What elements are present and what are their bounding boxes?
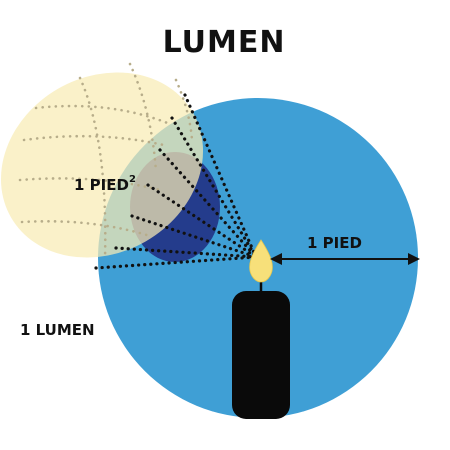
area-label: 1 PIED (74, 176, 129, 194)
light-cone-rays (94, 93, 258, 270)
area-exponent: 2 (129, 174, 136, 185)
radius-label: 1 PIED (307, 234, 362, 252)
candle (232, 291, 290, 419)
lumen-label: 1 LUMEN (20, 321, 95, 339)
area-grid-lines (18, 62, 194, 260)
diagram-title: LUMEN (163, 25, 286, 60)
radius-arrow (270, 253, 420, 265)
